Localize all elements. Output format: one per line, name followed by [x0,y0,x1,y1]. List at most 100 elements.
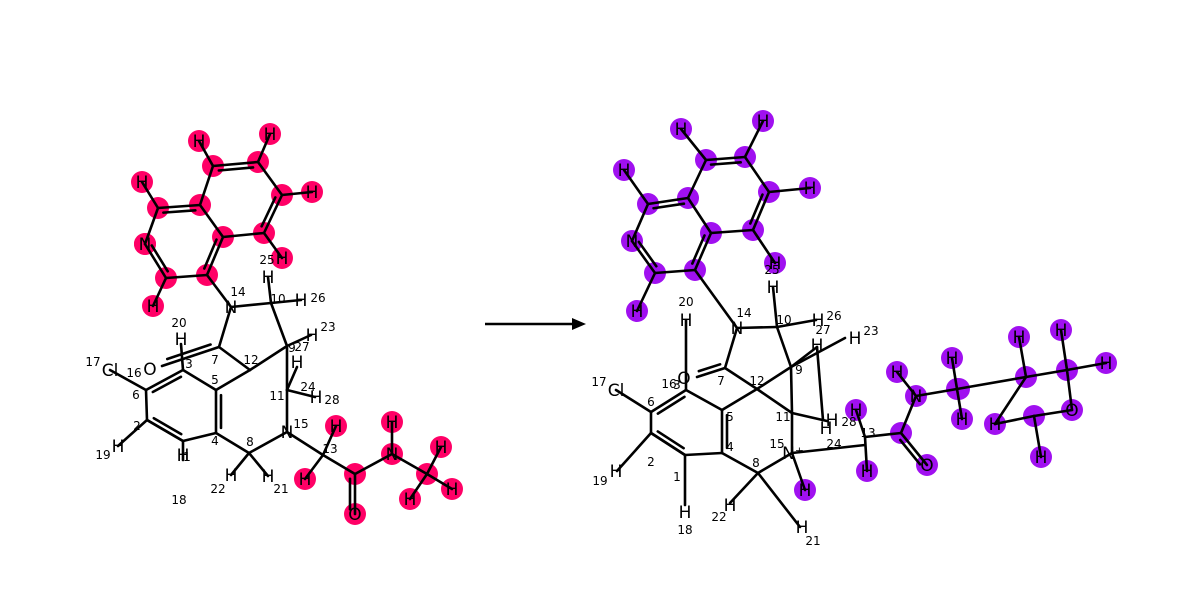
q-bond [143,242,168,280]
ch-bond [790,411,829,423]
q-bond [143,206,160,246]
atom-o: O [348,505,361,525]
bond-8-15 [247,430,289,455]
reactant-atom-number-20: 20 [171,316,186,330]
atom-h24: H [291,353,304,373]
atom-h: H [299,470,312,490]
reactant-atom-number-6: 6 [132,388,140,402]
bond-2-1-inner [649,431,687,457]
q-bond [704,155,747,162]
atom-h21: H [262,467,275,487]
bond-13-ac [321,453,357,476]
bond-e [1024,368,1069,379]
atom-h: H [276,249,289,269]
atom-h: H [757,112,770,132]
reactant-atom-number-8: 8 [246,435,254,449]
q-bond [198,203,225,239]
bond-7-o-second [165,343,212,361]
atom-h26: H [812,311,825,331]
product-atom-number-21: 21 [805,534,820,548]
ch-bond [756,471,802,529]
bond-12-9 [755,365,793,391]
atom-h: H [675,120,688,140]
atom-h: H [1035,448,1048,468]
bond-c-n [899,394,918,435]
ch-bond [247,451,270,478]
bond-n-me [390,452,429,476]
atom-h23: H [306,326,319,346]
product-atom-number-13: 13 [860,426,875,440]
bond-14-7 [723,326,739,370]
product-atom-number-24: 24 [826,437,841,451]
bond-6-3-second [656,395,686,415]
atom-h10: H [767,278,780,298]
bond-2-1-inner-second [152,416,183,436]
atom-h18: H [679,503,692,523]
bond-e [1065,368,1074,412]
reactant-atom-number-25: 25 [259,253,274,267]
atom-o-carbonyl: O [677,369,690,389]
atom-cl: Cl [102,361,119,381]
atom-h: H [820,419,833,439]
bond-12-9 [248,344,289,372]
reactant-atom-number-7: 7 [211,353,219,367]
ch-bond [615,431,653,473]
atom-o: O [920,456,933,476]
ch-bond [256,132,272,164]
bond-c-n [353,452,394,476]
product-atom-number-16: 16 [661,377,676,391]
q-bond [211,160,260,168]
reactant-atom-number-21: 21 [273,482,288,496]
atom-h: H [404,490,417,510]
q-bond [198,164,215,207]
atom-cl: Cl [608,381,625,401]
bond-10-14 [735,325,779,330]
bond-e [993,414,1036,426]
q-bond-second [217,166,255,172]
reactant-atom-number-12: 12 [243,353,258,367]
reactant-atom-number-18: 18 [171,493,186,507]
q-bond-second [652,202,686,210]
atom-h: H [989,415,1002,435]
ch-bond [321,424,338,457]
q-bond [709,228,755,235]
q-bond [751,190,771,232]
reaction-arrow [485,318,586,330]
product-atom-number-23: 23 [863,324,878,338]
atom-n15: N [281,423,294,443]
ch-bond [280,190,314,197]
reactant-atom-number-28: 28 [324,393,339,407]
bond-7-o [695,366,727,379]
atom-h: H [446,480,459,500]
ch-bond [285,388,317,399]
atom-h: H [1100,354,1113,374]
bond-2-6 [144,388,149,422]
q-bond [156,203,202,210]
reactant-atom-number-23: 23 [320,320,335,334]
reactant-atom-number-9: 9 [288,341,296,355]
reactant-atom-number-3: 3 [185,357,193,371]
bond-4-1 [181,431,218,443]
product-atom-number-12: 12 [749,374,764,388]
product-atom-number-15: 15 [769,437,784,451]
bond-3-5 [684,388,724,412]
bond-e [1032,408,1074,418]
bond-c-o [899,431,929,467]
product-atom-number-22: 22 [711,510,726,524]
ch-bond [179,342,185,372]
ch-bond [771,285,779,329]
ch-bond [863,435,869,473]
bond-6-3 [649,388,688,414]
q-bond-second [162,209,197,214]
atom-h22: H [225,466,238,486]
q-bond [686,196,713,235]
atom-h18: H [177,446,190,466]
q-bond [164,273,209,280]
q-bond [686,158,708,200]
ch-bond [854,408,867,439]
bond-4-8 [720,451,760,475]
q-bond-second [709,161,743,166]
atom-h: H [618,161,631,181]
reactant-atom-number-11: 11 [269,389,284,403]
ch-bond [815,345,825,422]
